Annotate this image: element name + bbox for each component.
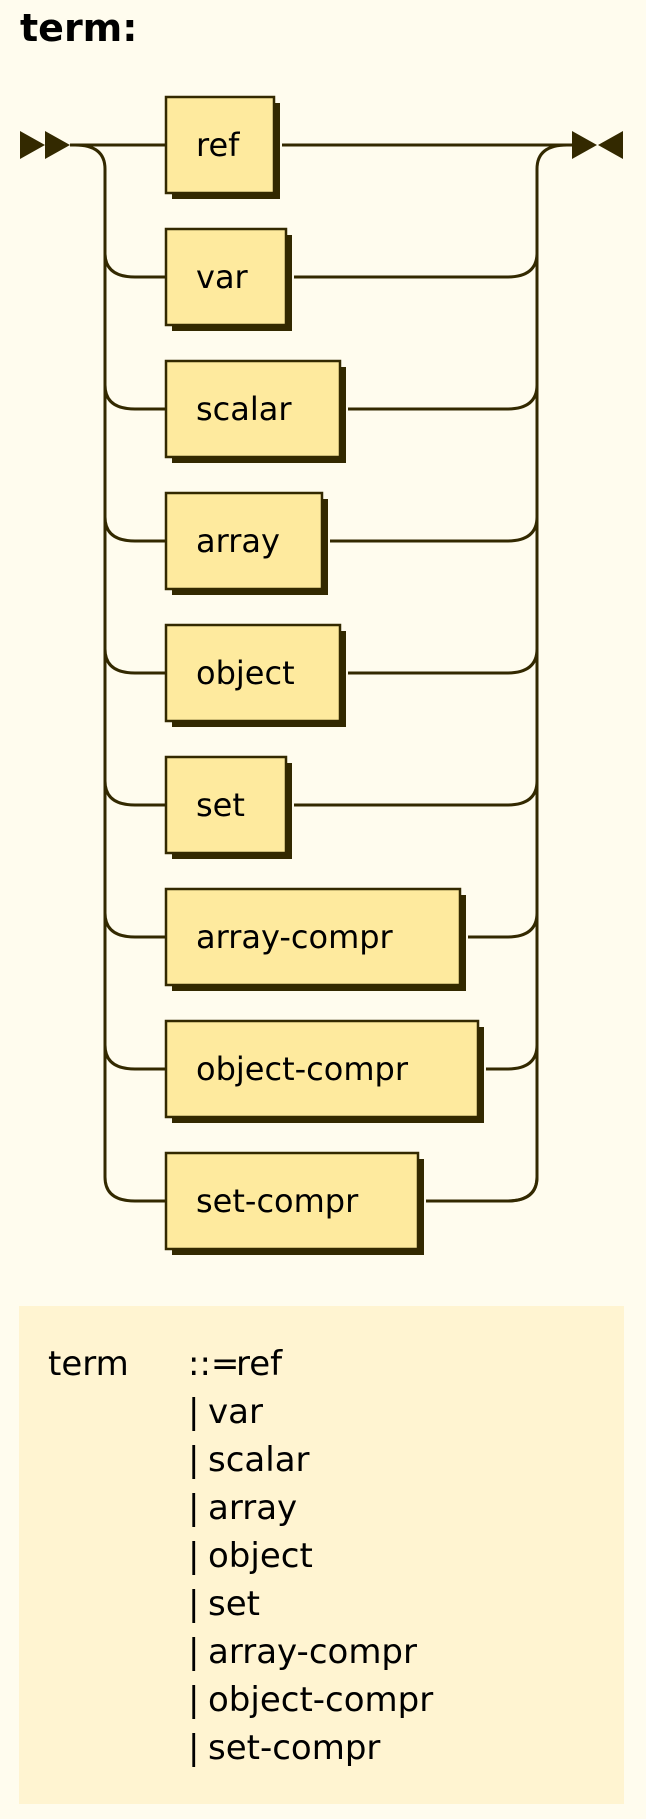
grammar-indent — [48, 1532, 188, 1580]
start-marker-icon — [20, 131, 70, 159]
node-var[interactable]: var — [164, 227, 292, 331]
grammar-indent — [48, 1388, 188, 1436]
node-box — [164, 755, 288, 855]
rail-branch-left — [103, 648, 166, 675]
grammar-indent — [48, 1580, 188, 1628]
grammar-indent — [48, 1676, 188, 1724]
node-box — [164, 227, 288, 327]
grammar-row-first: term ::= ref — [48, 1340, 433, 1388]
rail-branch-right — [468, 912, 539, 939]
grammar-alt: array — [208, 1488, 298, 1528]
rail-branch-left — [103, 780, 166, 807]
grammar-alt-bar: | — [188, 1680, 200, 1720]
rule-title: term: — [20, 6, 138, 50]
node-label: var — [196, 258, 249, 296]
end-marker-icon — [572, 131, 623, 159]
grammar-indent — [48, 1484, 188, 1532]
rail-branch-left — [103, 384, 166, 411]
grammar-alt-bar: | — [188, 1536, 200, 1576]
grammar-alt-bar: | — [188, 1392, 200, 1432]
node-box — [164, 1019, 480, 1119]
grammar-row: |object-compr — [48, 1676, 433, 1724]
grammar-alt-first: ref — [236, 1344, 283, 1384]
grammar-alt: set-compr — [208, 1728, 381, 1768]
node-box — [164, 491, 324, 591]
grammar-lhs: term — [48, 1344, 129, 1384]
grammar-indent — [48, 1628, 188, 1676]
node-array[interactable]: array — [164, 491, 328, 595]
grammar-alt: array-compr — [208, 1632, 417, 1672]
grammar-row: |scalar — [48, 1436, 433, 1484]
rail-branch-left — [103, 1044, 166, 1071]
grammar-alt-bar: | — [188, 1728, 200, 1768]
node-ref[interactable]: ref — [164, 95, 280, 199]
rail-branch-right — [294, 780, 539, 807]
node-box — [164, 1151, 420, 1251]
node-label: object-compr — [196, 1050, 409, 1088]
node-box — [164, 623, 342, 723]
grammar-row: |set — [48, 1580, 433, 1628]
node-scalar[interactable]: scalar — [164, 359, 346, 463]
rail-branch-right — [294, 252, 539, 279]
node-label: set-compr — [196, 1182, 359, 1220]
grammar-alt: set — [208, 1584, 260, 1624]
grammar-alt-bar: | — [188, 1488, 200, 1528]
rail-branch-right — [486, 1044, 539, 1071]
grammar-alt: object-compr — [208, 1680, 434, 1720]
node-box — [164, 95, 276, 195]
node-label: set — [196, 786, 245, 824]
node-label: scalar — [196, 390, 292, 428]
grammar-row: |set-compr — [48, 1724, 433, 1772]
grammar-definition: term ::= ref |var|scalar|array|object|se… — [19, 1306, 624, 1804]
rail-branch-right — [426, 1176, 539, 1203]
rail-left-vertical — [74, 143, 166, 1203]
rail-branch-left — [103, 912, 166, 939]
node-set-compr[interactable]: set-compr — [164, 1151, 424, 1255]
rail-branch-right — [348, 648, 539, 675]
rail-branch-left — [103, 252, 166, 279]
grammar-indent — [48, 1724, 188, 1772]
grammar-row: |array — [48, 1484, 433, 1532]
rails — [70, 143, 572, 1203]
rail-branch-right — [330, 516, 539, 543]
node-label: array — [196, 522, 280, 560]
railroad-diagram: ref var scalar array object set array-compr obj… — [20, 95, 623, 1255]
grammar-alt: var — [208, 1392, 263, 1432]
grammar-alt: scalar — [208, 1440, 310, 1480]
grammar-alt-bar: | — [188, 1440, 200, 1480]
node-array-compr[interactable]: array-compr — [164, 887, 466, 991]
node-set[interactable]: set — [164, 755, 292, 859]
node-object-compr[interactable]: object-compr — [164, 1019, 484, 1123]
node-box — [164, 887, 462, 987]
grammar-indent — [48, 1436, 188, 1484]
grammar-row: |array-compr — [48, 1628, 433, 1676]
grammar-alt-bar: | — [188, 1584, 200, 1624]
rail-branch-left — [103, 516, 166, 543]
grammar-alt: object — [208, 1536, 313, 1576]
alternative-nodes: ref var scalar array object set array-compr obj… — [164, 95, 484, 1255]
grammar-text: term ::= ref |var|scalar|array|object|se… — [48, 1340, 433, 1772]
grammar-alt-bar: | — [188, 1632, 200, 1672]
node-object[interactable]: object — [164, 623, 346, 727]
rail-branch-right — [348, 384, 539, 411]
grammar-row: |object — [48, 1532, 433, 1580]
node-label: array-compr — [196, 918, 394, 956]
node-box — [164, 359, 342, 459]
node-label: ref — [196, 126, 240, 164]
grammar-row: |var — [48, 1388, 433, 1436]
grammar-define-op: ::= — [188, 1344, 240, 1384]
node-label: object — [196, 654, 295, 692]
grammar-rest: |var|scalar|array|object|set|array-compr… — [48, 1388, 433, 1772]
